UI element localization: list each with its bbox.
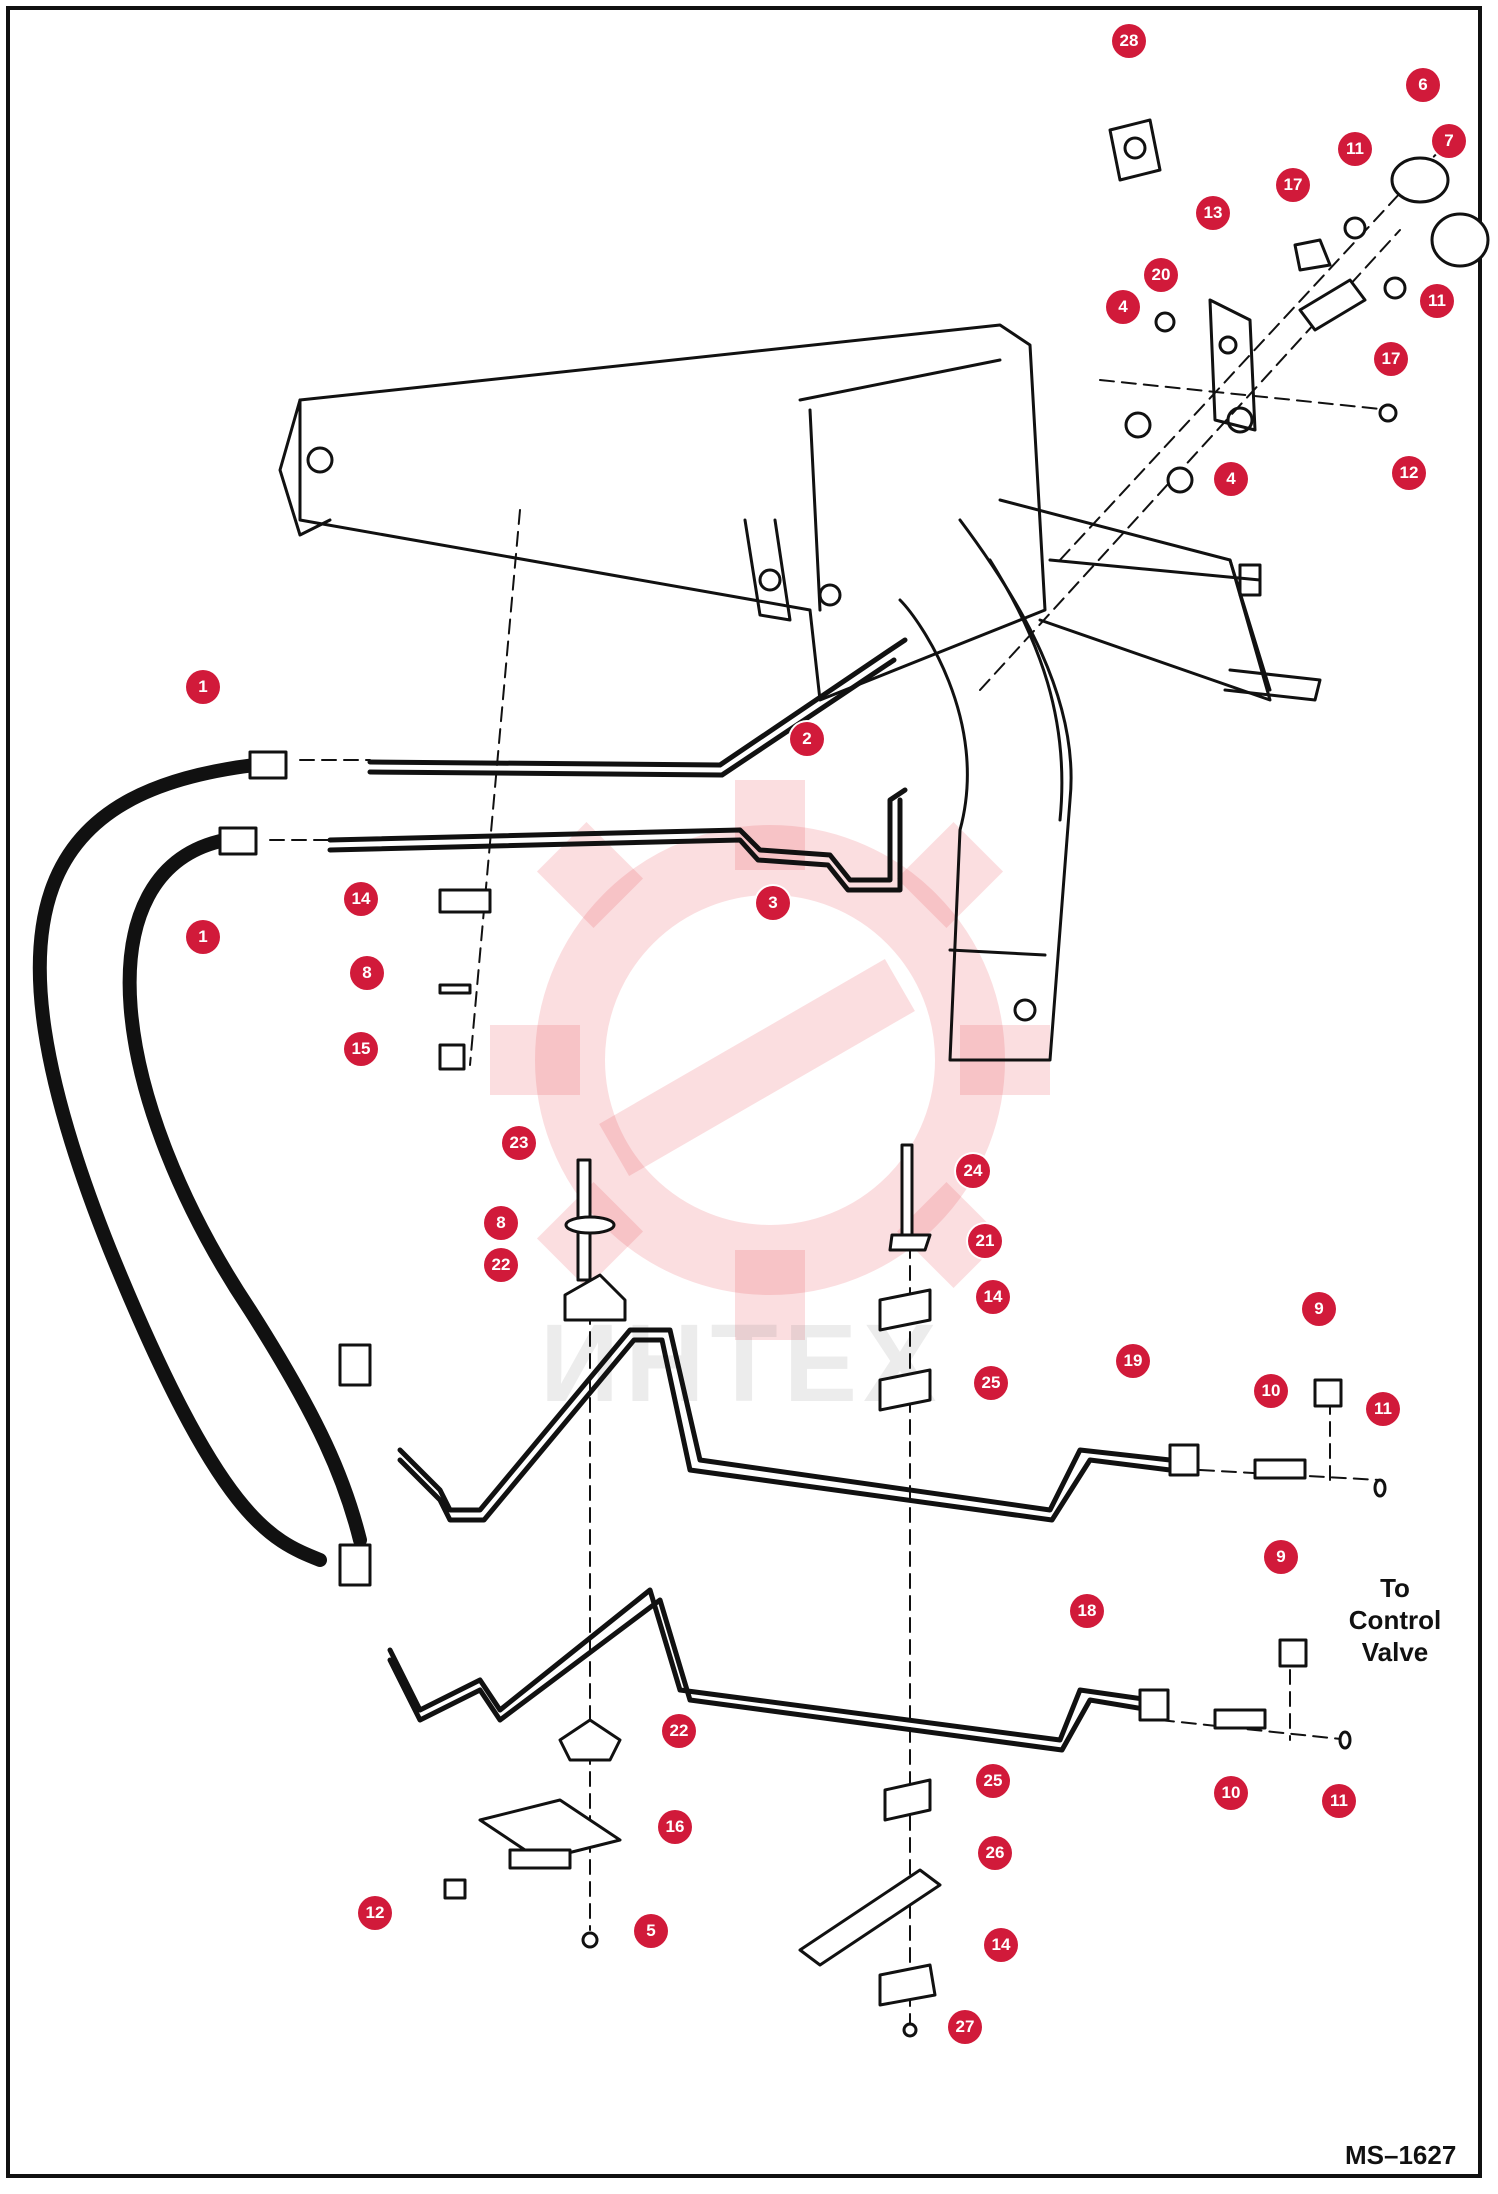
tubes-2-3 xyxy=(327,637,908,893)
callout-18: 18 xyxy=(1070,1594,1104,1628)
callout-15: 15 xyxy=(344,1032,378,1066)
callout-2: 2 xyxy=(790,722,824,756)
callout-6: 6 xyxy=(1406,68,1440,102)
loader-arm-frame xyxy=(278,118,1322,1062)
callout-8: 8 xyxy=(484,1206,518,1240)
callout-5: 5 xyxy=(634,1914,668,1948)
callout-7: 7 xyxy=(1432,124,1466,158)
callout-14: 14 xyxy=(984,1928,1018,1962)
small-parts xyxy=(438,156,1490,2038)
callout-4: 4 xyxy=(1106,290,1140,324)
callout-24: 24 xyxy=(956,1154,990,1188)
callout-28: 28 xyxy=(1112,24,1146,58)
callout-3: 3 xyxy=(756,886,790,920)
callout-20: 20 xyxy=(1144,258,1178,292)
callout-1: 1 xyxy=(186,670,220,704)
callout-11: 11 xyxy=(1322,1784,1356,1818)
tubes-19-18 xyxy=(387,1327,1173,1753)
callout-11: 11 xyxy=(1338,132,1372,166)
callout-10: 10 xyxy=(1254,1374,1288,1408)
callout-8: 8 xyxy=(350,956,384,990)
watermark-text: ИНТЕХ xyxy=(540,1302,943,1425)
hoses-1 xyxy=(32,758,367,1567)
callout-25: 25 xyxy=(976,1764,1010,1798)
hose-fittings xyxy=(218,750,372,1587)
diagram-frame xyxy=(6,6,1482,2178)
callout-21: 21 xyxy=(968,1224,1002,1258)
callout-9: 9 xyxy=(1302,1292,1336,1326)
callout-17: 17 xyxy=(1374,342,1408,376)
callout-26: 26 xyxy=(978,1836,1012,1870)
alignment-lines xyxy=(269,149,1441,2031)
to-control-valve-label: To Control Valve xyxy=(1330,1572,1460,1668)
callout-13: 13 xyxy=(1196,196,1230,230)
drawing-code: MS–1627 xyxy=(1345,2140,1457,2170)
callout-12: 12 xyxy=(1392,456,1426,490)
callout-11: 11 xyxy=(1366,1392,1400,1426)
to-label-line1: To xyxy=(1380,1573,1410,1603)
callout-1: 1 xyxy=(186,920,220,954)
callout-14: 14 xyxy=(344,882,378,916)
to-label-line2: Control xyxy=(1348,1605,1442,1635)
callout-11: 11 xyxy=(1420,284,1454,318)
callout-17: 17 xyxy=(1276,168,1310,202)
callout-22: 22 xyxy=(662,1714,696,1748)
callout-14: 14 xyxy=(976,1280,1010,1314)
callout-12: 12 xyxy=(358,1896,392,1930)
callout-19: 19 xyxy=(1116,1344,1150,1378)
callout-23: 23 xyxy=(502,1126,536,1160)
callout-10: 10 xyxy=(1214,1776,1248,1810)
callout-25: 25 xyxy=(974,1366,1008,1400)
to-label-line3: Valve xyxy=(1361,1637,1429,1667)
callout-16: 16 xyxy=(658,1810,692,1844)
callout-9: 9 xyxy=(1264,1540,1298,1574)
callout-27: 27 xyxy=(948,2010,982,2044)
callout-4: 4 xyxy=(1214,462,1248,496)
callout-22: 22 xyxy=(484,1248,518,1282)
